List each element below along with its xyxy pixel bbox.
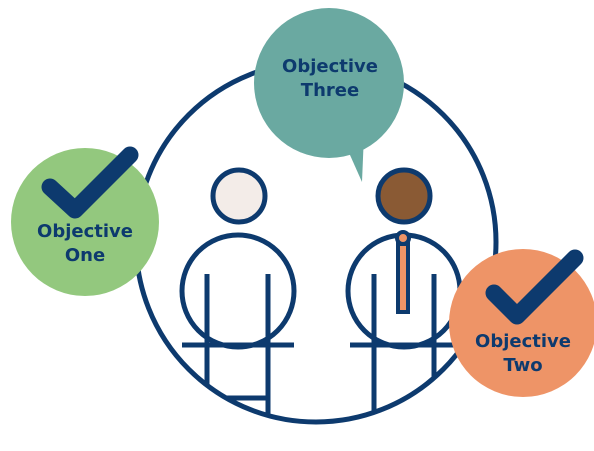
checkmark-icon [41, 146, 139, 219]
objective-one-label: Objective One [14, 220, 156, 268]
objective-two-line2: Two [503, 355, 543, 376]
objective-one-line2: One [64, 245, 106, 266]
objective-three-line2: Three [300, 80, 360, 101]
objective-three-line1: Objective [282, 56, 378, 77]
checkmark-icon [485, 249, 584, 325]
person-left-icon [179, 167, 297, 422]
objective-three-label: Objective Three [258, 55, 402, 103]
objective-two-line1: Objective [475, 331, 571, 352]
objective-two-badge [449, 249, 594, 397]
objective-one-line1: Objective [37, 221, 133, 242]
person-right-icon [345, 167, 463, 422]
objective-one-badge [11, 146, 159, 296]
objective-three-speech-bubble [254, 8, 404, 182]
objective-two-label: Objective Two [452, 330, 594, 378]
tie-icon [395, 230, 411, 314]
